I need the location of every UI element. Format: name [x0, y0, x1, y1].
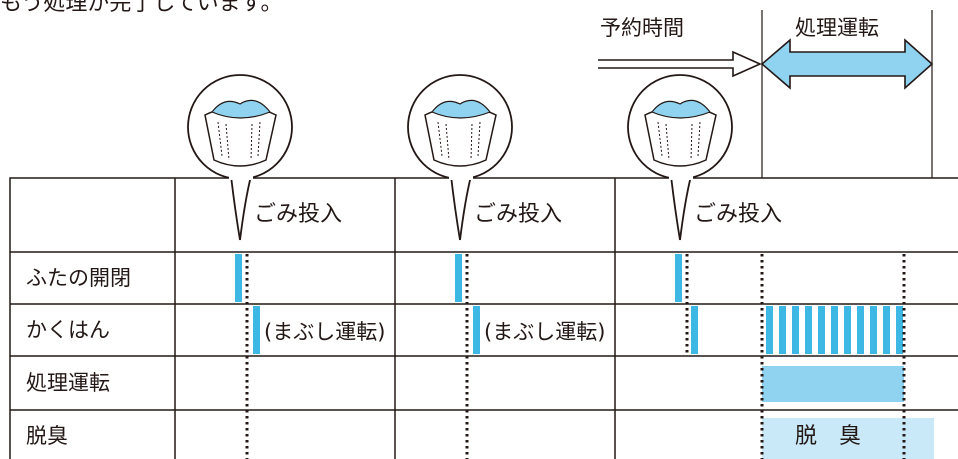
row-label-deodorize: 脱臭 — [26, 424, 68, 448]
lid-open-bar-3 — [675, 254, 682, 302]
step-label-1: ごみ投入 — [254, 202, 343, 227]
stir-processing-stripes — [766, 306, 903, 354]
row-label-stir: かくはん — [26, 318, 110, 342]
step-label-3: ごみ投入 — [694, 202, 783, 227]
lid-open-bar-1 — [235, 254, 242, 302]
stir-bar-2 — [473, 306, 480, 354]
garbage-bin-icon — [424, 99, 497, 167]
stir-note-1: (まぶし運転) — [264, 320, 386, 344]
top-note: もう処理が完了しています。 — [0, 0, 283, 16]
garbage-bubble-3 — [627, 74, 733, 241]
lid-open-bar-2 — [455, 254, 462, 302]
processing-bar — [762, 366, 904, 402]
reservation-time-label: 予約時間 — [600, 16, 684, 40]
dotted-markers — [245, 254, 906, 459]
deodorize-bar-label: 脱 臭 — [795, 424, 862, 449]
timeline-table — [9, 177, 958, 459]
processing-operation-label: 処理運転 — [795, 16, 879, 40]
row-label-processing: 処理運転 — [26, 371, 110, 395]
reservation-arrow — [598, 50, 762, 78]
stir-note-2: (まぶし運転) — [484, 320, 606, 344]
processing-arrow — [760, 38, 934, 90]
garbage-bubble-2 — [407, 74, 513, 241]
step-label-2: ごみ投入 — [474, 202, 563, 227]
row-label-lid: ふたの開閉 — [26, 266, 131, 290]
stir-bar-1 — [253, 306, 260, 354]
garbage-bin-icon — [644, 99, 717, 167]
garbage-bubble-1 — [187, 74, 293, 241]
stir-bar-3 — [691, 306, 698, 354]
garbage-bin-icon — [204, 99, 277, 167]
